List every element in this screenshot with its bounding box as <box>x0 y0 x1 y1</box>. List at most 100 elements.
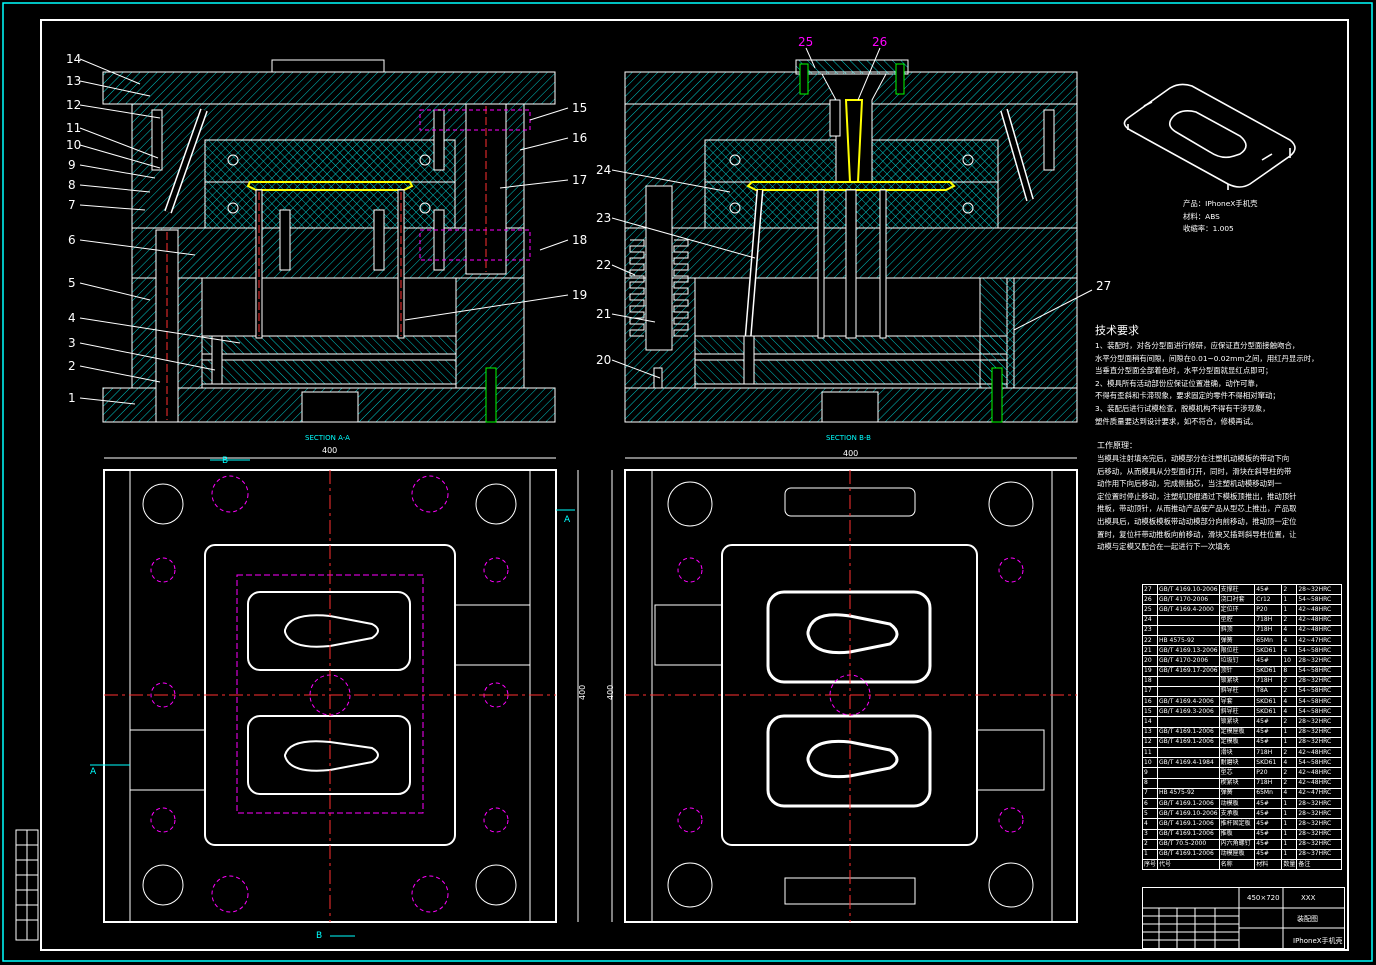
bom-cell: 19 <box>1141 665 1159 677</box>
bom-cell: 42~47HRC <box>1296 787 1342 799</box>
bom-cell: 23 <box>1141 624 1159 636</box>
bom-cell: 滑块 <box>1218 746 1256 759</box>
svg-text:10: 10 <box>66 138 81 152</box>
bom-cell: 1 <box>1281 848 1298 861</box>
bom-cell: 1 <box>1281 726 1298 738</box>
bom-cell: 45# <box>1254 808 1283 820</box>
bom-cell: SKD61 <box>1254 757 1283 769</box>
bom-cell: 718H <box>1254 614 1283 626</box>
bom-cell: 浇口衬套 <box>1218 594 1256 606</box>
bom-cell: 2 <box>1281 746 1298 759</box>
bom-cell: 13 <box>1141 726 1159 738</box>
bom-cell: 动模板 <box>1218 797 1256 810</box>
svg-text:12: 12 <box>66 98 81 112</box>
slide-right-plan <box>454 604 531 666</box>
sprue-plastic <box>746 99 956 191</box>
bom-cell: GB/T 4169.1-2006 <box>1157 818 1220 830</box>
bom-cell: 锁紧块 <box>1218 675 1256 687</box>
svg-text:9: 9 <box>68 158 76 172</box>
product-isometric-sketch <box>1123 83 1296 190</box>
bom-header-cell: 序号 <box>1141 859 1159 871</box>
callout-leaders-a <box>79 58 569 405</box>
bom-cell: 斜顶 <box>1218 624 1256 636</box>
bom-cell: 28~32HRC <box>1296 838 1342 850</box>
bom-cell: 27 <box>1141 583 1159 596</box>
bom-cell: GB/T 4170-2006 <box>1157 594 1220 606</box>
bom-cell: 45# <box>1254 716 1283 728</box>
bom-cell: 8 <box>1141 777 1159 789</box>
bom-cell <box>1157 716 1220 728</box>
bom-cell: 16 <box>1141 696 1159 708</box>
bom-cell: 1 <box>1281 808 1298 820</box>
svg-text:11: 11 <box>66 121 81 135</box>
bom-cell: 1 <box>1281 828 1298 840</box>
bom-cell <box>1157 624 1220 636</box>
plan-left-width-dim: 400 <box>322 446 337 455</box>
bom-cell: 2 <box>1281 583 1298 596</box>
bom-cell: 1 <box>1281 736 1298 749</box>
plan-view-right[interactable] <box>611 457 1078 923</box>
tech-requirements-title: 技术要求 <box>1095 324 1139 337</box>
svg-text:21: 21 <box>596 307 611 321</box>
svg-text:4: 4 <box>68 311 76 325</box>
svg-text:A: A <box>564 515 571 525</box>
bom-cell: 型腔 <box>1218 614 1256 626</box>
bom-cell: 45# <box>1254 818 1283 830</box>
bom-cell: 42~47HRC <box>1296 634 1342 647</box>
bom-cell: 42~48HRC <box>1296 777 1342 789</box>
svg-text:6: 6 <box>68 233 76 247</box>
fixed-clamp-plate <box>102 71 556 105</box>
tech-line: 3、装配后进行试模检查，脱模机构不得有干涉现象， <box>1095 403 1270 413</box>
title-school: XXX <box>1301 894 1316 902</box>
tech-line: 1、装配时，对各分型面进行修研，应保证直分型面接触吻合， <box>1095 341 1300 350</box>
bom-cell: 1 <box>1281 604 1298 616</box>
bom-cell: 楔紧块 <box>1218 777 1256 789</box>
svg-text:2: 2 <box>68 359 76 373</box>
moving-mold-plate <box>131 227 525 279</box>
working-line: 推板，带动顶针，从而推动产品使产品从型芯上推出，产品取 <box>1097 504 1297 514</box>
bom-cell: 42~48HRC <box>1296 746 1342 759</box>
svg-text:19: 19 <box>572 288 587 302</box>
bom-cell: 2 <box>1141 838 1159 850</box>
bom-cell: 22 <box>1141 634 1159 647</box>
bom-cell: 耐磨块 <box>1218 757 1256 769</box>
bom-cell: GB/T 4169.17-2006 <box>1157 665 1220 677</box>
plan-view-left[interactable] <box>90 457 579 937</box>
working-line: 出模具后，动模板模板带动动模部分向前移动，推动顶一定位 <box>1097 516 1297 526</box>
tech-requirements: 技术要求 1、装配时，对各分型面进行修研，应保证直分型面接触吻合， 水平分型面稍… <box>1095 322 1319 428</box>
plan-left-height-dim: 400 <box>578 685 587 700</box>
bom-cell: 718H <box>1254 777 1283 789</box>
tech-line: 塑件质量要达到设计要求，如不符合，修模再试。 <box>1095 416 1258 426</box>
section-b-view[interactable] <box>611 47 1093 423</box>
svg-text:26: 26 <box>872 35 887 49</box>
screws-a <box>151 109 497 423</box>
bom-cell: 45# <box>1254 736 1283 749</box>
bom-cell: GB/T 4169.4-1984 <box>1157 757 1220 769</box>
bom-cell: 弹簧 <box>1218 787 1256 799</box>
product-material: 材料：ABS <box>1183 211 1220 221</box>
svg-text:17: 17 <box>572 173 587 187</box>
product-name: 产品：IPhoneX手机壳 <box>1183 199 1258 208</box>
bom-cell: 推板 <box>1218 828 1256 840</box>
section-a-view[interactable] <box>79 58 569 423</box>
bom-cell: 28~32HRC <box>1296 808 1342 820</box>
bom-cell: 弹簧 <box>1218 634 1256 647</box>
bom-cell: 54~58HRC <box>1296 594 1342 606</box>
bom-cell: 28~32HRC <box>1296 675 1342 687</box>
bom-cell: 支撑柱 <box>1218 583 1256 596</box>
bom-cell: 45# <box>1254 848 1283 861</box>
tech-line: 2、模具所有活动部份应保证位置准确，动作可靠， <box>1095 378 1263 388</box>
ejector-retainer-plate-b <box>694 335 1008 355</box>
spacer-block-right-b <box>1006 277 1078 389</box>
bom-cell: 54~58HRC <box>1296 696 1342 708</box>
bom-cell <box>1157 614 1220 626</box>
